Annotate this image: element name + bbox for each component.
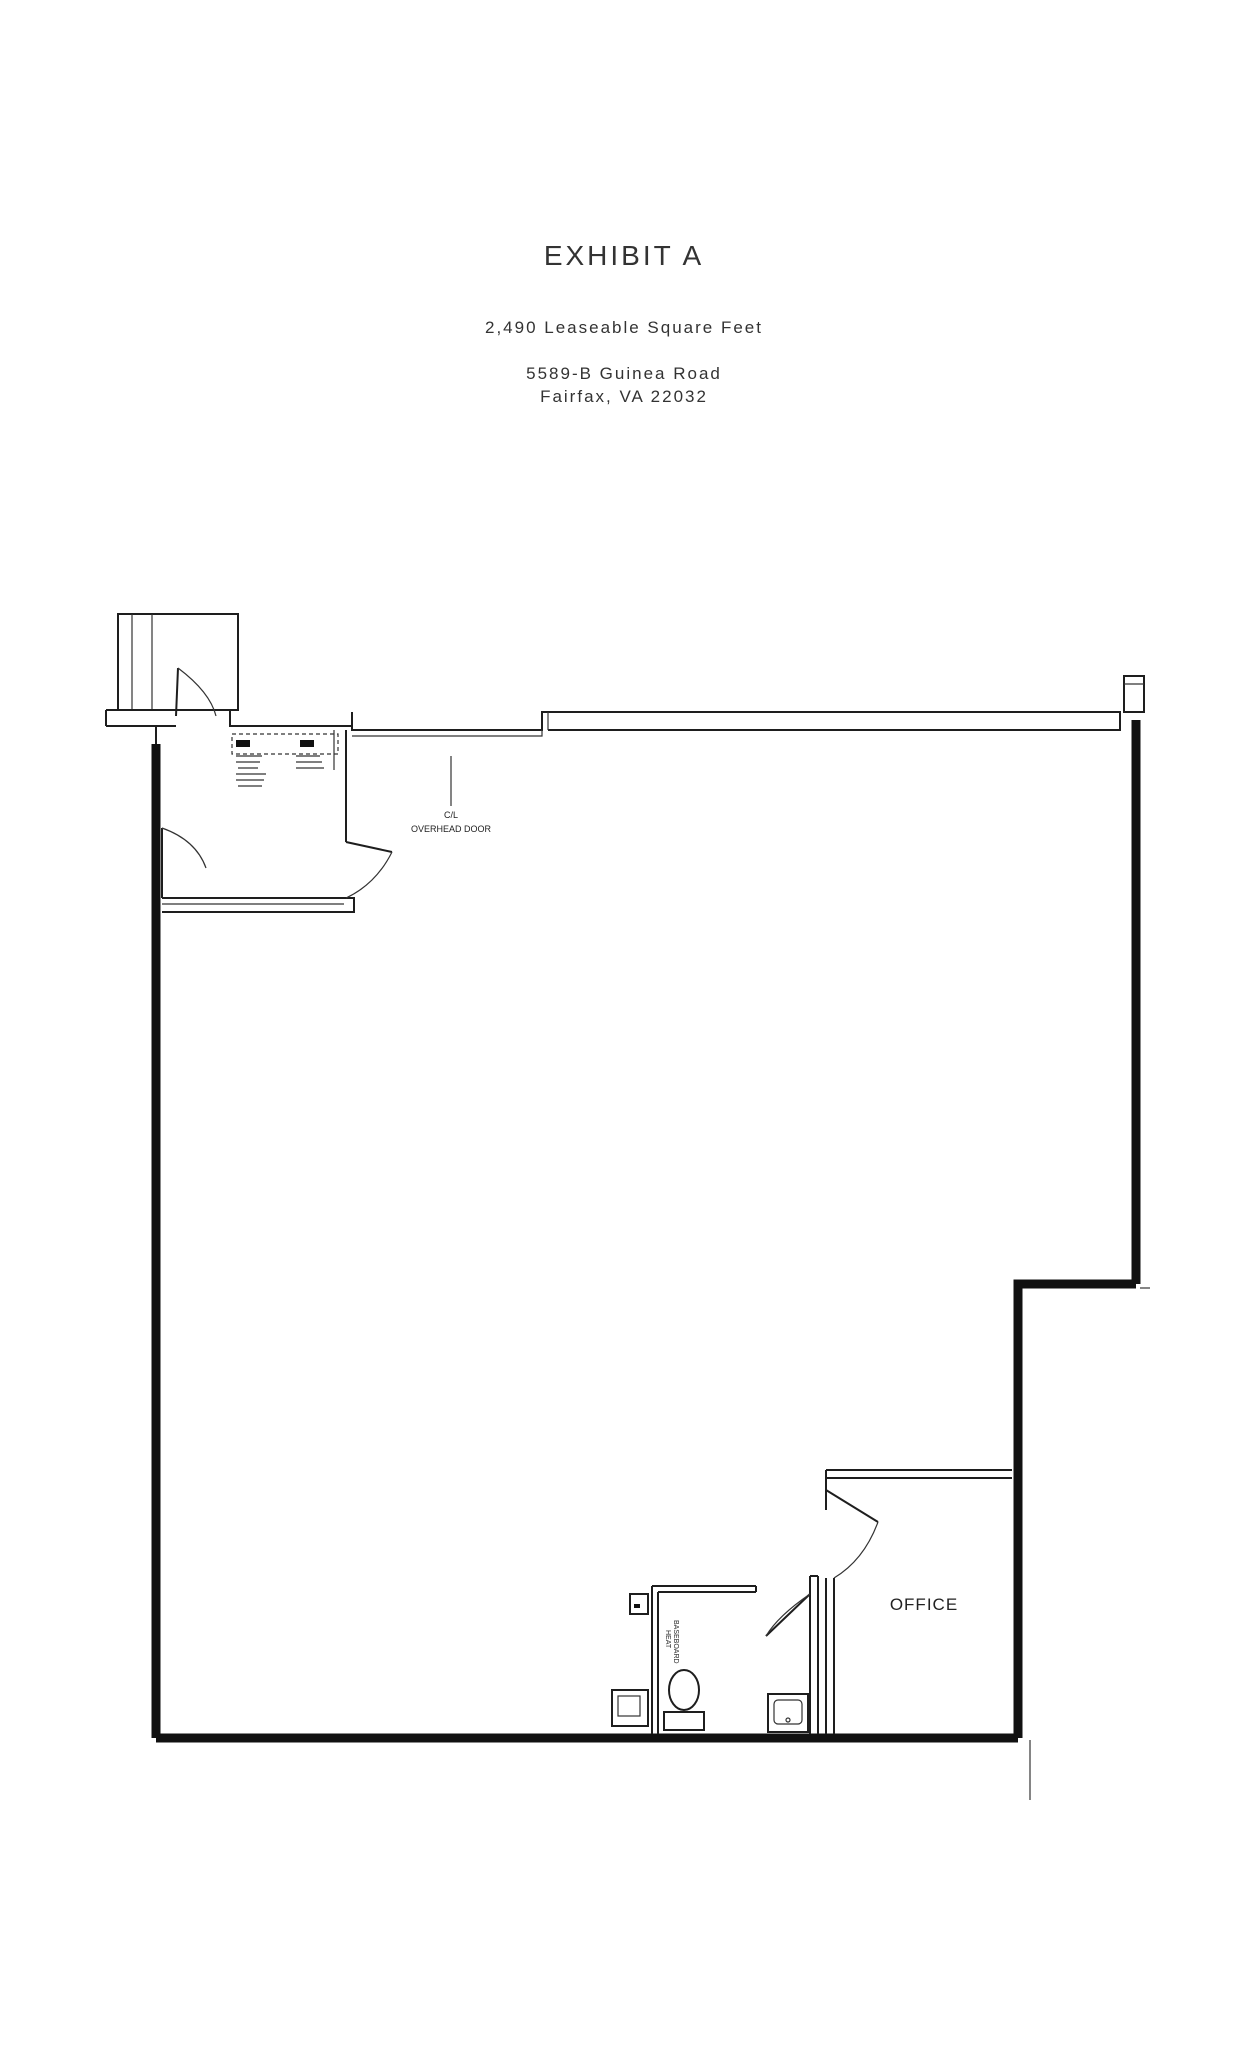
sink-icon — [767, 1693, 809, 1733]
water-heater-icon — [611, 1689, 649, 1727]
exhibit-title: EXHIBIT A — [543, 240, 705, 271]
office-wall-left — [825, 1478, 835, 1734]
utility-room-wall-bottom — [162, 897, 355, 913]
office-door-swing — [833, 1521, 879, 1579]
baseboard-heat-label-line1: BASEBOARD — [672, 1620, 679, 1664]
office-door-leaf — [825, 1489, 879, 1523]
front-right-pier — [1123, 675, 1145, 713]
overhead-door-label-line2: OVERHEAD DOOR — [411, 824, 492, 834]
disconnect-panel — [300, 740, 314, 747]
utility-door-left-swing — [161, 827, 207, 869]
electric-panel-outline — [231, 733, 339, 755]
restroom-door-swing — [765, 1593, 811, 1637]
front-wall-left-section — [351, 711, 1121, 731]
exhibit-header: EXHIBIT A 2,490 Leaseable Square Feet 55… — [0, 0, 1248, 440]
address-street: 5589-B Guinea Road — [526, 364, 722, 383]
entry-stoop — [117, 613, 239, 711]
utility-door-right-swing — [345, 851, 393, 899]
restroom-door-leaf — [765, 1593, 811, 1637]
wall-fixture-icon — [629, 1593, 649, 1615]
overhead-door-marker: C/L OVERHEAD DOOR — [411, 756, 492, 834]
electric-panel-note — [236, 755, 266, 787]
entry-stoop-edge — [131, 614, 153, 710]
address-city: Fairfax, VA 22032 — [540, 387, 708, 406]
restroom-wall-left — [651, 1586, 659, 1734]
restroom-wall-right — [809, 1575, 819, 1734]
front-wall-inner-line — [352, 730, 543, 737]
office-wall-top — [825, 1469, 1012, 1479]
exterior-wall-right-lower — [1013, 1279, 1136, 1738]
utility-room — [161, 730, 393, 913]
utility-door-right-leaf — [345, 841, 393, 853]
office-room: OFFICE — [825, 1469, 1012, 1734]
leaseable-square-feet: 2,490 Leaseable Square Feet — [484, 318, 763, 337]
scan-artifacts — [1029, 1287, 1150, 1800]
entry-door-swing — [177, 667, 217, 717]
disconnect-panel-note — [296, 755, 324, 769]
office-label: OFFICE — [890, 1595, 958, 1614]
overhead-door-label-line1: C/L — [444, 810, 458, 820]
restroom-wall-top — [652, 1585, 757, 1593]
entry-jamb — [155, 710, 352, 744]
electric-panel — [236, 740, 250, 747]
entry-threshold — [105, 709, 176, 727]
toilet-icon — [663, 1669, 705, 1731]
entry-door-leaf — [175, 667, 179, 717]
baseboard-heat-label-line2: HEAT — [664, 1630, 671, 1649]
front-wall — [351, 675, 1145, 737]
exterior-walls — [151, 720, 1141, 1743]
restroom: BASEBOARD HEAT — [611, 1575, 819, 1734]
entry-vestibule — [105, 613, 352, 744]
